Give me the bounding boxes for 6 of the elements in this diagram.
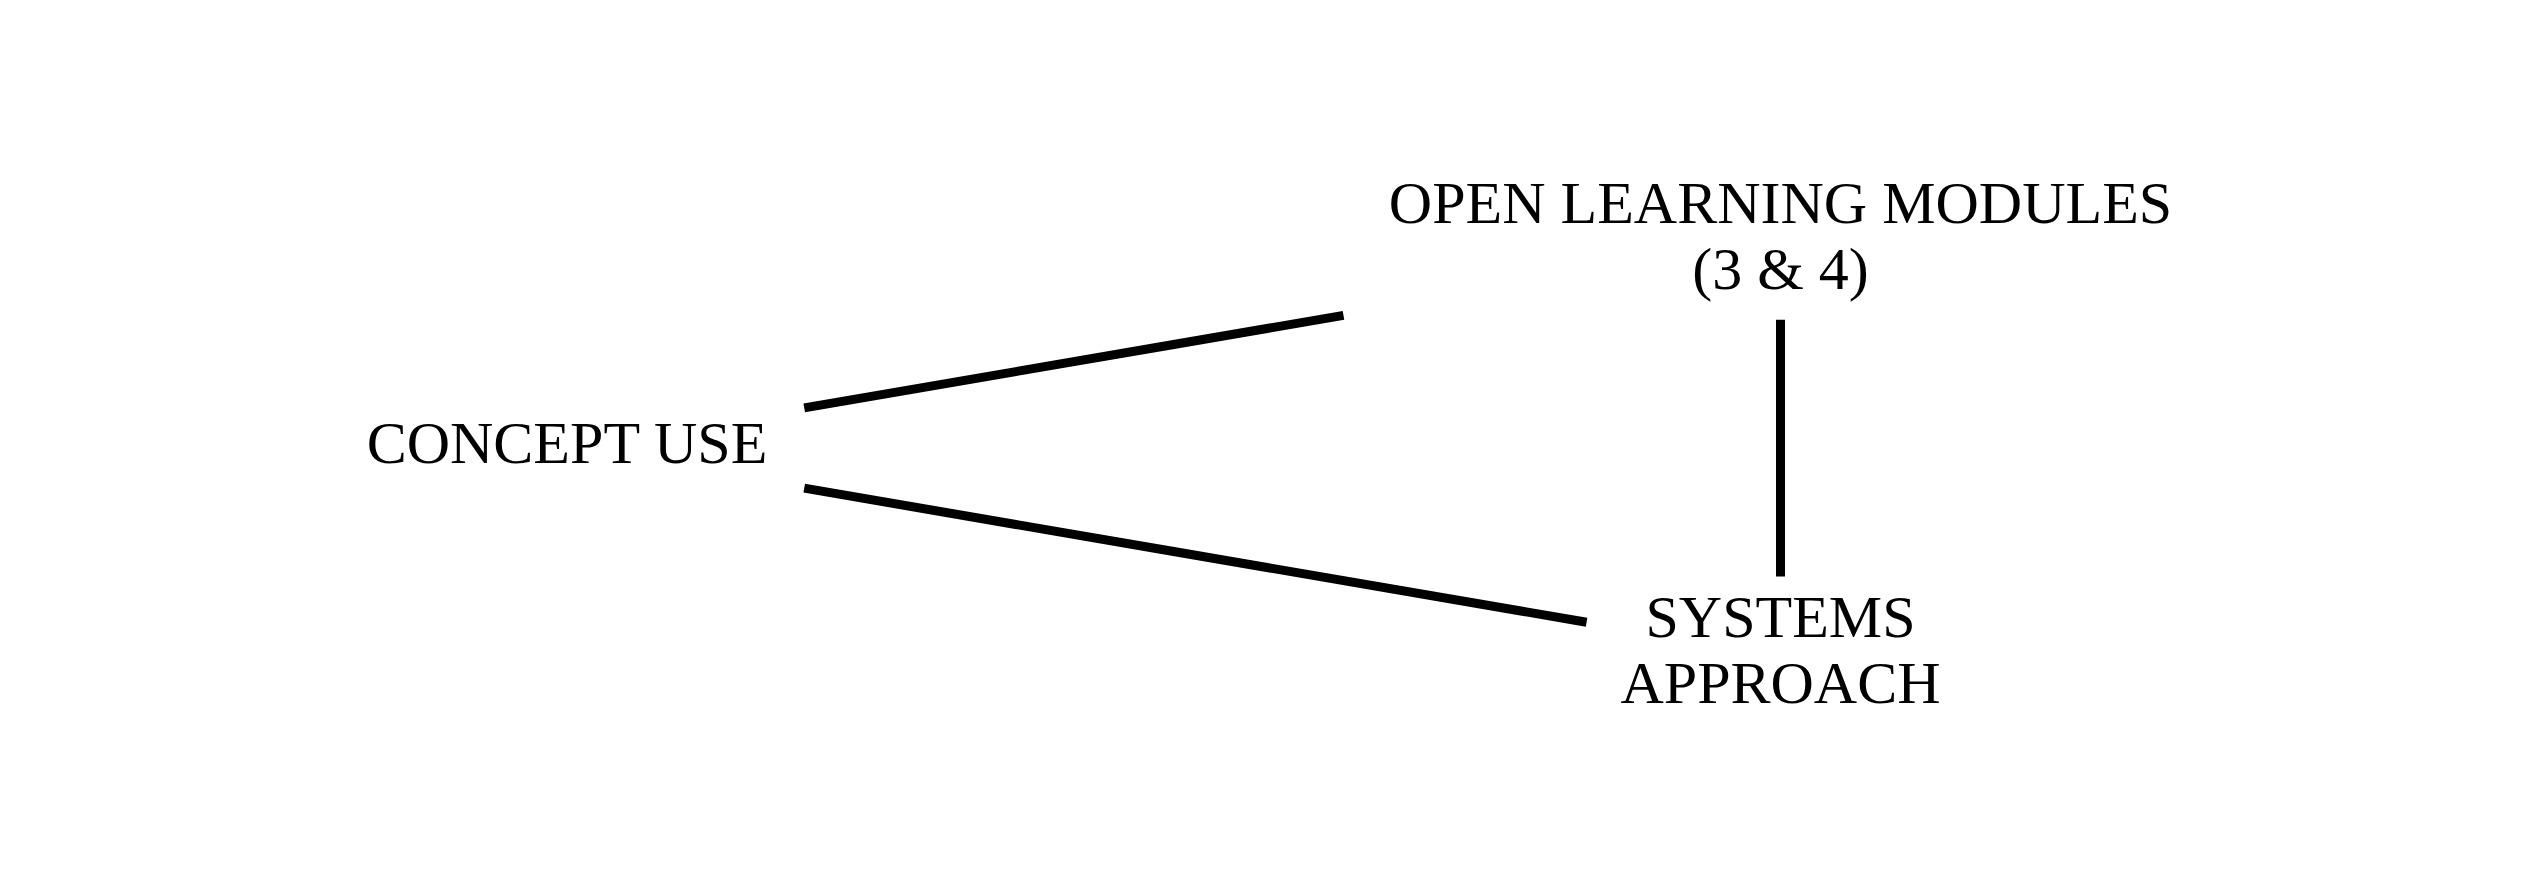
connector xyxy=(1775,319,1785,577)
node-text: OPEN LEARNING MODULES (3 & 4) xyxy=(1388,170,2172,302)
connector xyxy=(803,310,1344,413)
connector xyxy=(803,483,1587,627)
node-text: SYSTEMS APPROACH xyxy=(1619,584,1941,716)
node-text: CONCEPT USE xyxy=(366,410,767,476)
